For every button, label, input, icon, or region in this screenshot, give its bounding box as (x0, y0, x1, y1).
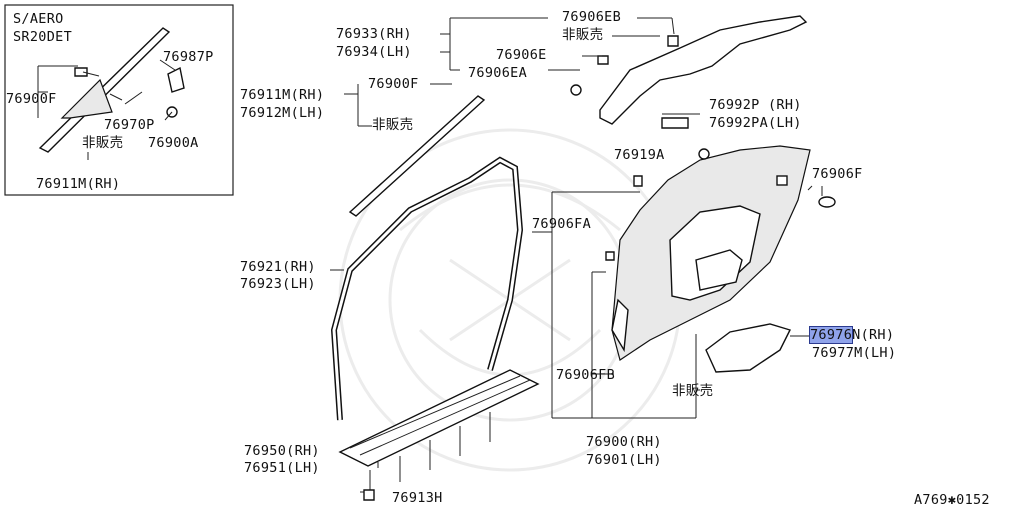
part-label-76912M[interactable]: 76912M(LH) (240, 105, 325, 121)
pillar-strip (344, 83, 486, 217)
inset-pillar (37, 27, 185, 160)
part-label-76901[interactable]: 76901(LH) (586, 452, 662, 468)
part-label-76933[interactable]: 76933(RH) (336, 26, 412, 42)
part-label-76970P[interactable]: 76970P (104, 117, 155, 133)
part-label-76900[interactable]: 76900(RH) (586, 434, 662, 450)
leader-lines (532, 113, 823, 419)
diagram-code: A769✱0152 (914, 492, 990, 508)
inset-not-sold: 非販売 (82, 135, 124, 151)
inset-title-line1: S/AERO (13, 11, 64, 27)
part-label-76976N[interactable]: 76976N(RH) (808, 326, 895, 344)
part-label-inset-76911M[interactable]: 76911M(RH) (36, 176, 121, 192)
part-label-76913H[interactable]: 76913H (392, 490, 443, 506)
part-label-76977M[interactable]: 76977M(LH) (812, 345, 897, 361)
inset-box (4, 4, 234, 196)
part-label-76976N-suffix: N(RH) (852, 327, 895, 343)
part-label-76906E[interactable]: 76906E (496, 47, 547, 63)
part-label-76951[interactable]: 76951(LH) (244, 460, 320, 476)
sill-plate (338, 369, 540, 501)
not-sold-bottom: 非販売 (672, 383, 714, 399)
part-label-76992PA[interactable]: 76992PA(LH) (709, 115, 802, 131)
quarter-trim-panel (605, 117, 836, 361)
highlighted-part-number[interactable]: 76976 (808, 326, 854, 344)
part-label-76987P[interactable]: 76987P (163, 49, 214, 65)
door-weatherstrip (330, 156, 524, 421)
part-label-76934[interactable]: 76934(LH) (336, 44, 412, 60)
part-label-76921[interactable]: 76921(RH) (240, 259, 316, 275)
part-label-76906EA[interactable]: 76906EA (468, 65, 527, 81)
rear-side-trim (705, 323, 812, 373)
part-label-inset-76900F[interactable]: 76900F (6, 91, 57, 107)
part-label-76906FA[interactable]: 76906FA (532, 216, 591, 232)
not-sold-top: 非販売 (562, 27, 604, 43)
not-sold-mid: 非販売 (372, 117, 414, 133)
part-label-76906FB[interactable]: 76906FB (556, 367, 615, 383)
part-label-76906EB[interactable]: 76906EB (562, 9, 621, 25)
upper-trim-part (440, 15, 808, 125)
part-label-76906F[interactable]: 76906F (812, 166, 863, 182)
part-label-76923[interactable]: 76923(LH) (240, 276, 316, 292)
part-label-76900A[interactable]: 76900A (148, 135, 199, 151)
part-label-76919A[interactable]: 76919A (614, 147, 665, 163)
inset-title-line2: SR20DET (13, 29, 72, 45)
part-label-76911M[interactable]: 76911M(RH) (240, 87, 325, 103)
part-label-76992P[interactable]: 76992P (RH) (709, 97, 802, 113)
part-label-76950[interactable]: 76950(RH) (244, 443, 320, 459)
part-label-76900F[interactable]: 76900F (368, 76, 419, 92)
